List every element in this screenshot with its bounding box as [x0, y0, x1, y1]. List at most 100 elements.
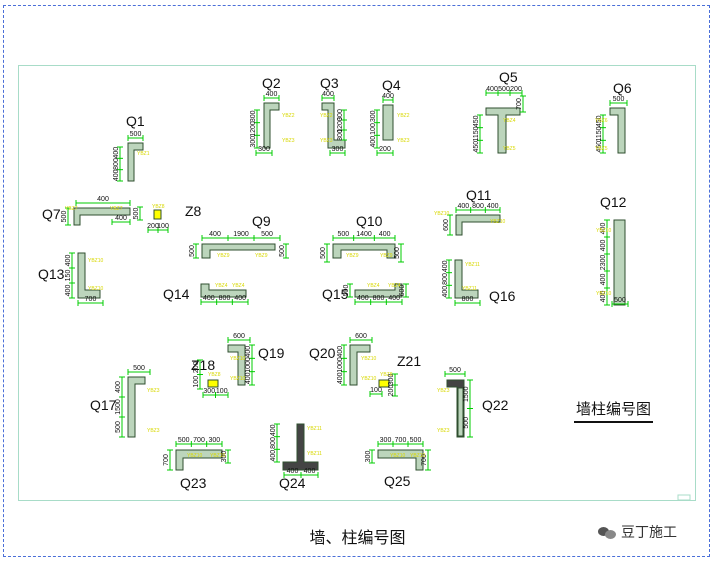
- dimension-text: 700: [395, 437, 407, 444]
- outer-frame: [3, 5, 710, 557]
- dimension-text: 300: [365, 451, 372, 463]
- dimension-text: 200: [193, 361, 200, 373]
- watermark-text: 豆丁施工: [621, 524, 677, 540]
- dimension-text: 500: [279, 245, 286, 257]
- column-tag: YBZ10: [361, 356, 377, 362]
- dimension-text: 400: [322, 91, 334, 98]
- column-tag: YBZ8: [380, 372, 393, 378]
- dimension-text: 400: [115, 381, 122, 393]
- dimension-text: 300: [332, 146, 344, 153]
- dimension-text: 300: [337, 129, 344, 141]
- dimension-text: 100: [193, 376, 200, 388]
- label-q11: Q11: [466, 187, 492, 203]
- dimension-text: 500: [133, 365, 145, 372]
- column-tag: YBZ11: [462, 286, 477, 292]
- dimension-text: 700: [85, 296, 97, 303]
- dimension-text: 400: [382, 93, 394, 100]
- column-tag: YBZ4: [503, 118, 516, 124]
- dimension-text: 300: [388, 374, 395, 386]
- dimension-text: 1900: [233, 231, 249, 238]
- dimension-text: 300: [221, 451, 228, 463]
- dimension-text: 400: [245, 372, 252, 384]
- dimension-text: 500: [410, 437, 422, 444]
- wechat-icon: [598, 525, 616, 539]
- column-tag: YBZ3: [397, 138, 410, 144]
- dimension-text: 400: [304, 468, 316, 475]
- column-tag: YBZ3: [147, 428, 160, 434]
- column-tag: YBZ9: [346, 253, 359, 259]
- dimension-text: 600: [233, 333, 245, 340]
- dimension-text: 500: [613, 96, 625, 103]
- watermark: 豆丁施工: [598, 522, 677, 542]
- column-tag: YBZ7: [65, 206, 78, 212]
- wall-q7: [73, 207, 131, 226]
- dimension-text: 700: [421, 454, 428, 466]
- label-q12: Q12: [600, 194, 627, 210]
- figure-caption: 墙、柱编号图: [309, 530, 406, 547]
- label-q3: Q3: [320, 75, 339, 91]
- label-q2: Q2: [262, 75, 281, 91]
- dimension-text: 400: [600, 274, 607, 286]
- dimension-text: 500: [115, 421, 122, 433]
- dimension-text: 400: [203, 295, 215, 302]
- dimension-text: 200: [388, 385, 395, 397]
- wall-q3: [321, 102, 346, 149]
- column-tag: YBZ10: [596, 228, 612, 234]
- column-z21: [378, 379, 390, 388]
- wall-q19: [227, 344, 246, 386]
- label-q1: Q1: [126, 113, 145, 129]
- dimension-text: 400: [442, 286, 449, 298]
- column-tag: YBZ10: [230, 356, 246, 362]
- column-tag: YBZ3: [437, 428, 450, 434]
- dimension-text: 400: [287, 468, 299, 475]
- dimension-text: 400: [357, 295, 369, 302]
- dimension-text: 400: [266, 91, 278, 98]
- dimension-text: 400: [113, 147, 120, 159]
- wall-q9: [201, 243, 276, 259]
- column-tag: YBZ4: [215, 283, 228, 289]
- dimension-text: 400: [270, 424, 277, 436]
- wall-q23: [175, 449, 223, 471]
- dimension-text: 450: [596, 141, 603, 153]
- dimension-text: 500: [320, 247, 327, 259]
- column-tag: YBZ9: [380, 253, 393, 259]
- dimension-text: 200: [147, 223, 159, 230]
- column-tag: YBZ3: [320, 138, 333, 144]
- dimension-text: 300: [380, 437, 392, 444]
- dimension-text: 500: [337, 231, 349, 238]
- dimension-text: 400: [600, 291, 607, 303]
- column-tag: YBZ10: [490, 219, 506, 225]
- corner-mark: [677, 494, 691, 501]
- column-tag: YBZ10: [88, 258, 104, 264]
- label-q6: Q6: [613, 80, 632, 96]
- label-z18: Z18: [191, 357, 215, 373]
- dimension-text: 600: [399, 285, 406, 297]
- wall-q4: [382, 104, 394, 141]
- wall-q6: [609, 107, 626, 154]
- label-q24: Q24: [279, 475, 306, 491]
- dimension-text: 700: [193, 437, 205, 444]
- dimension-text: 1500: [115, 399, 122, 415]
- dimension-text: 300: [250, 110, 257, 122]
- column-tag: YBZ10: [88, 286, 104, 292]
- drawing-border: [18, 65, 696, 501]
- dimension-text: 400: [388, 295, 400, 302]
- dimension-text: 1000: [245, 357, 252, 373]
- dimension-text: 400: [600, 223, 607, 235]
- column-tag: YBZ4: [367, 283, 380, 289]
- dimension-text: 150: [65, 270, 72, 282]
- column-tag: YBZ3: [437, 388, 450, 394]
- dimension-text: 2300: [600, 255, 607, 271]
- dimension-text: 400: [487, 203, 499, 210]
- dimension-text: 400: [115, 215, 127, 222]
- column-z8: [153, 209, 162, 220]
- wall-q10: [332, 243, 396, 259]
- dimension-text: 500: [463, 417, 470, 429]
- dimension-text: 400: [113, 169, 120, 181]
- dimension-text: 800: [472, 203, 484, 210]
- label-q22: Q22: [482, 397, 509, 413]
- dimension-text: 400: [65, 285, 72, 297]
- dimension-text: 400: [65, 255, 72, 267]
- column-tag: YBZ10: [596, 291, 612, 297]
- dimension-text: 300: [203, 388, 215, 395]
